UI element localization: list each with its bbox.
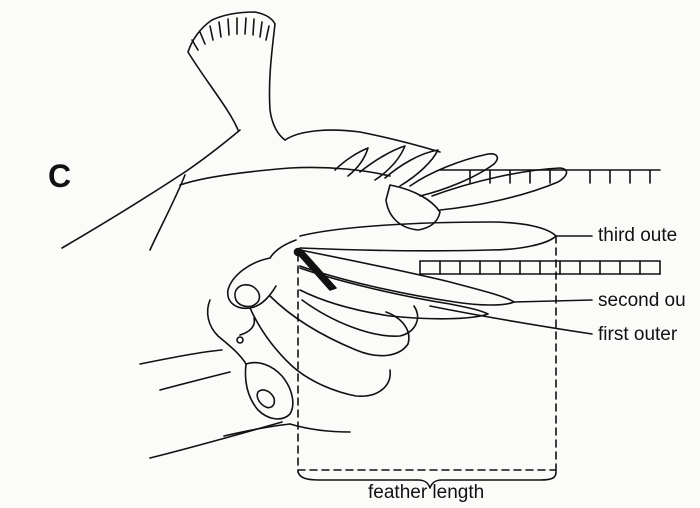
panel-letter: C (48, 158, 71, 195)
label-feather-length: feather length (368, 482, 484, 504)
wing-upper-feathers (335, 146, 567, 230)
measuring-pointer (295, 249, 337, 291)
hand (140, 258, 418, 458)
label-third-outer: third oute (598, 225, 677, 247)
feather-length-bracket (298, 236, 556, 472)
bird-body (62, 130, 440, 250)
tail-fan (188, 12, 285, 140)
label-second-outer: second ou (598, 290, 686, 312)
ruler-bottom (420, 261, 660, 274)
label-first-outer: first outer (598, 324, 677, 346)
